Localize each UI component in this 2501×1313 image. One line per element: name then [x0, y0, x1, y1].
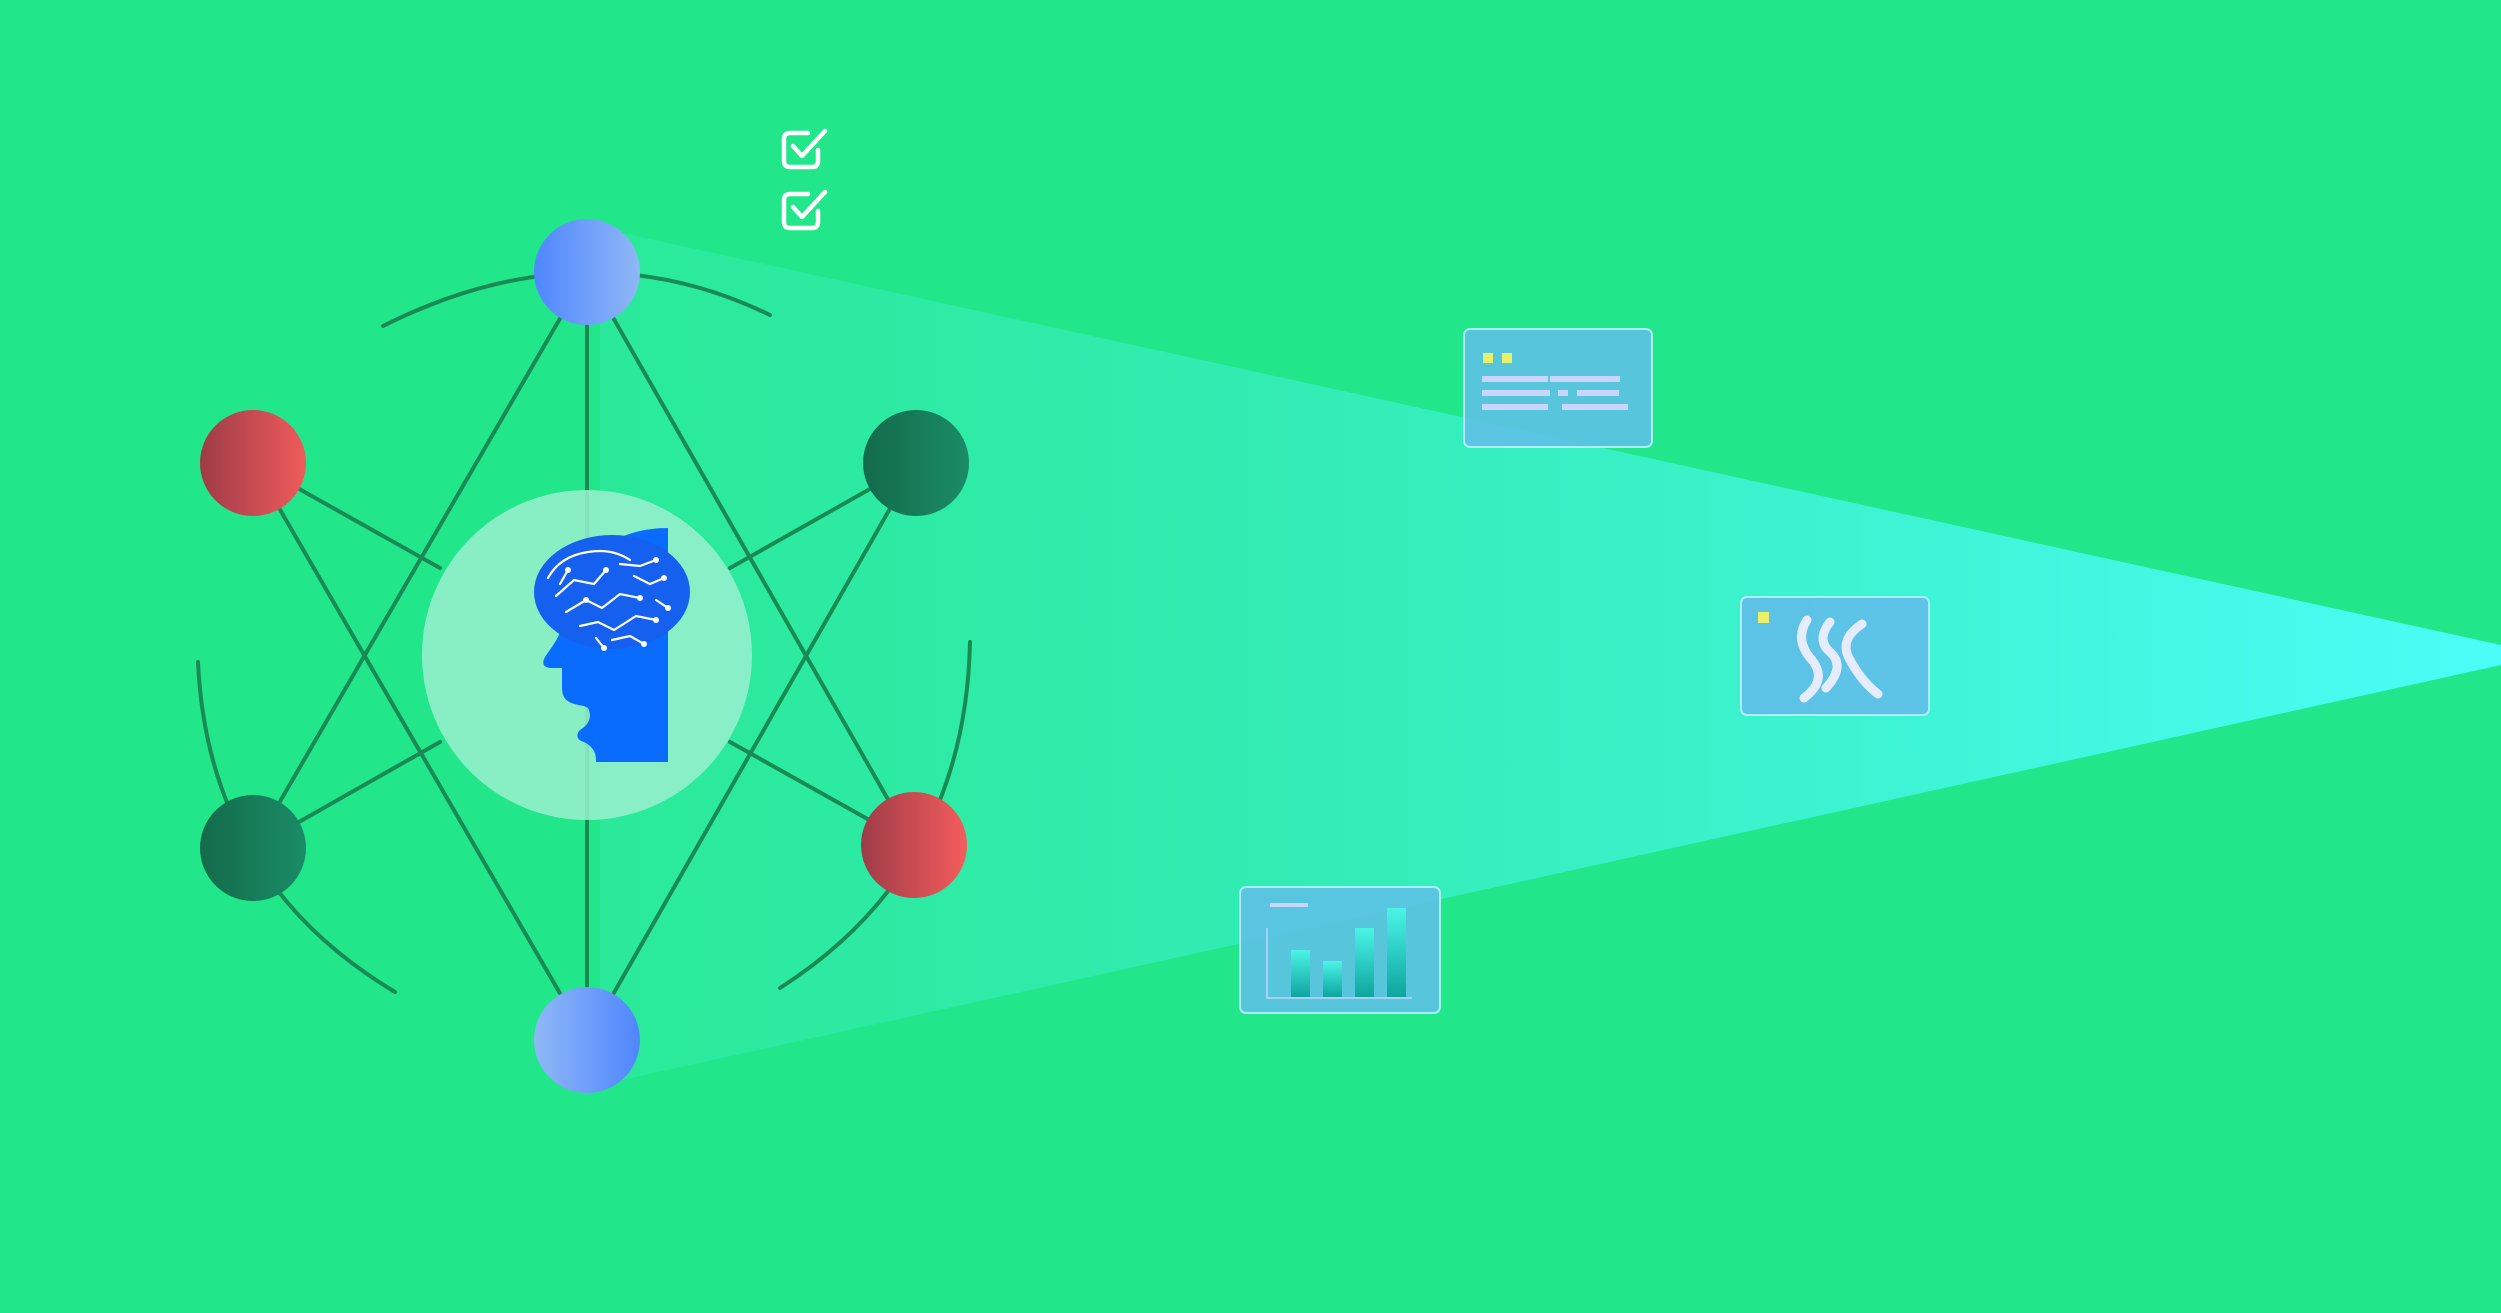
- bar-chart-icon: [1266, 903, 1412, 999]
- logo-card: [1740, 596, 1930, 716]
- node-bottom-blue: [534, 987, 640, 1093]
- light-beam: [600, 228, 2501, 1085]
- document-text-icon: [1482, 353, 1628, 410]
- ai-hub: [422, 490, 752, 820]
- chart-bar: [1291, 950, 1310, 997]
- checklist: [781, 128, 828, 231]
- node-lower-left-green: [200, 795, 306, 901]
- check-square-icon: [781, 189, 828, 231]
- chart-card: [1239, 886, 1441, 1014]
- check-square-icon: [781, 128, 828, 170]
- intertwined-knot-icon: [1797, 615, 1883, 703]
- network-nodes: [200, 219, 969, 1093]
- chart-bar: [1387, 908, 1406, 997]
- chart-bar: [1355, 928, 1374, 997]
- chart-bars: [1291, 908, 1406, 997]
- document-card-panel: [1463, 328, 1653, 448]
- node-lower-right-red: [861, 792, 967, 898]
- network-edges: [251, 270, 918, 1042]
- node-upper-right-green: [863, 410, 969, 516]
- brain-circuit-nodes: [565, 557, 671, 651]
- human-head-brain-icon: [534, 528, 690, 762]
- node-top-blue: [534, 219, 640, 325]
- node-upper-left-red: [200, 410, 306, 516]
- chart-bar: [1323, 961, 1342, 997]
- brain-shape: [534, 535, 690, 649]
- document-card: [1463, 328, 1653, 448]
